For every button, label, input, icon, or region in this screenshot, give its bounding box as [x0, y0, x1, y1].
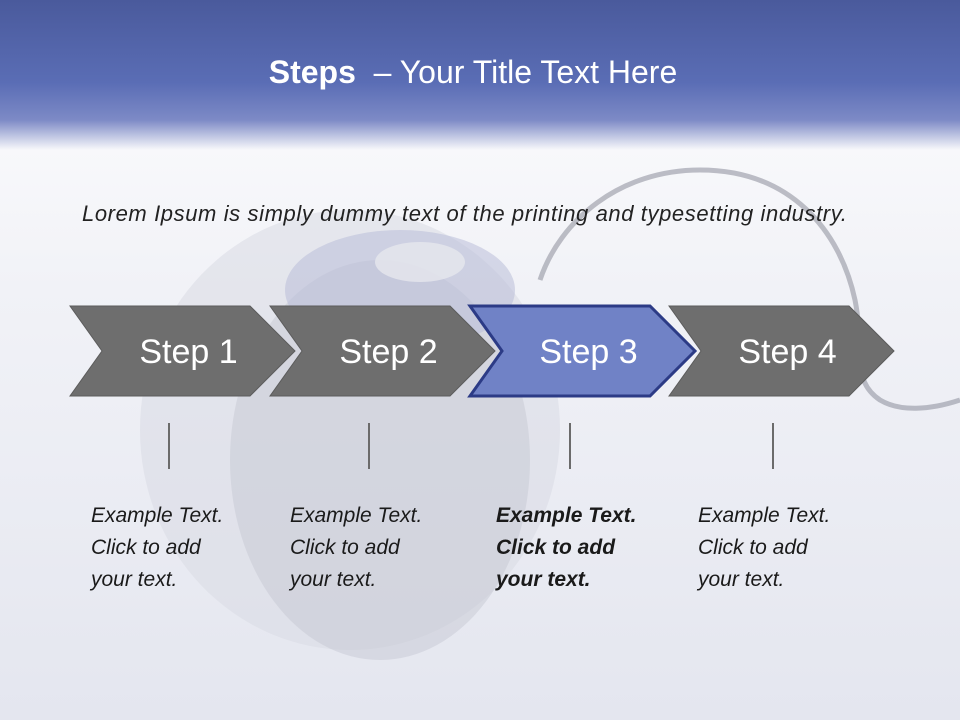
step-2-shape — [269, 305, 496, 397]
step-2-description[interactable]: Example Text. Click to add your text. — [290, 504, 423, 591]
intro-text[interactable]: Lorem Ipsum is simply dummy text of the … — [82, 201, 848, 226]
title-rest: – Your Title Text Here — [355, 54, 678, 90]
step-2-label: Step 2 — [339, 333, 437, 371]
step-1-chevron[interactable]: Step 1 — [69, 305, 296, 397]
step-1-shape — [69, 305, 296, 397]
step-3-shape — [467, 304, 698, 398]
step-2-chevron[interactable]: Step 2 — [269, 305, 496, 397]
step-3-description[interactable]: Example Text. Click to add your text. — [496, 504, 637, 591]
step-1-description[interactable]: Example Text. Click to add your text. — [91, 504, 224, 591]
connector-1 — [168, 423, 170, 469]
step-4-description[interactable]: Example Text. Click to add your text. — [698, 504, 831, 591]
step-3-label: Step 3 — [539, 333, 637, 371]
step-4-chevron[interactable]: Step 4 — [668, 305, 895, 397]
step-4-label: Step 4 — [738, 333, 836, 371]
connector-2 — [368, 423, 370, 469]
title-bold: Steps — [268, 54, 356, 90]
title-bar — [0, 0, 960, 150]
step-1-label: Step 1 — [139, 333, 237, 371]
connector-3 — [569, 423, 571, 469]
step-4-shape — [668, 305, 895, 397]
connector-4 — [772, 423, 774, 469]
slide-title[interactable]: Steps – Your Title Text Here — [0, 54, 946, 91]
step-3-chevron[interactable]: Step 3 — [467, 304, 698, 398]
